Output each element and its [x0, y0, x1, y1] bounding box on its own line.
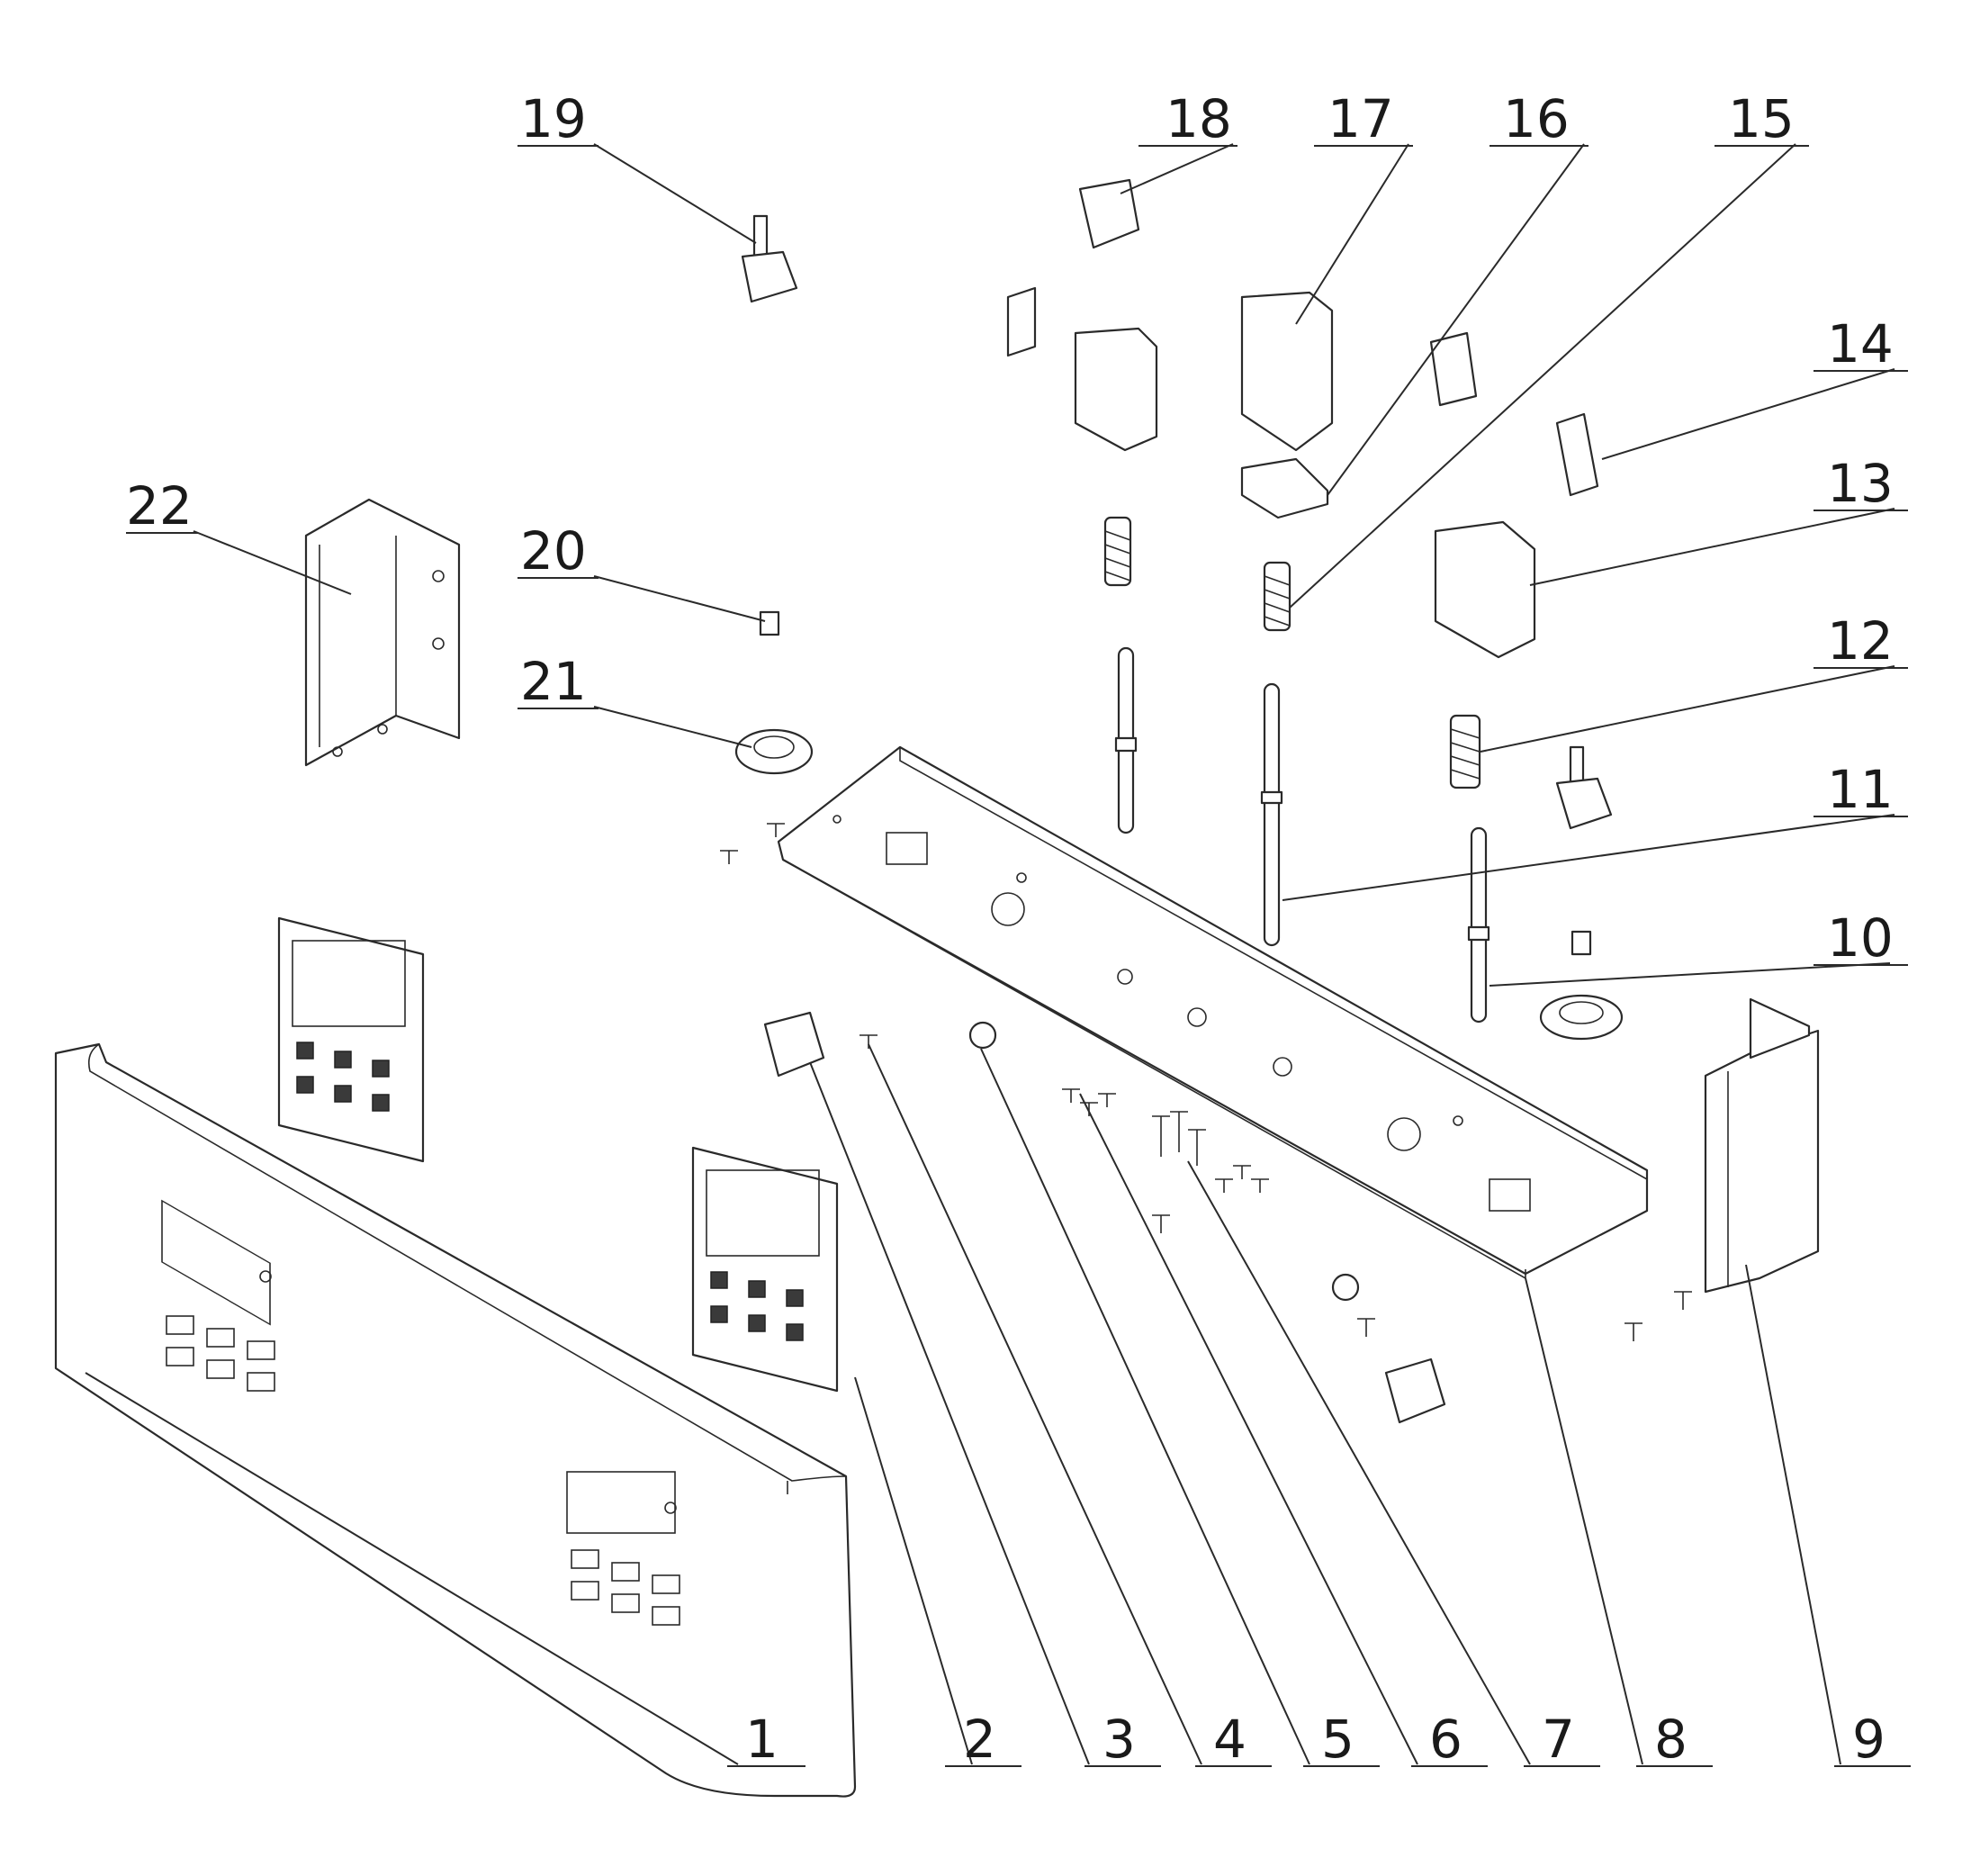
- callout-19: 19: [520, 88, 587, 149]
- spring-parts: [1103, 516, 1481, 789]
- callout-16: 16: [1503, 88, 1570, 149]
- callout-22: 22: [126, 475, 193, 537]
- callout-17: 17: [1328, 88, 1394, 149]
- callout-4: 4: [1213, 1709, 1246, 1770]
- screw-parts: [720, 823, 1692, 1424]
- main-rail-part: [777, 745, 1649, 1280]
- callout-15: 15: [1728, 88, 1795, 149]
- callout-2: 2: [963, 1709, 996, 1770]
- callout-8: 8: [1654, 1709, 1688, 1770]
- callout-5: 5: [1321, 1709, 1354, 1770]
- l-bracket-part: [304, 498, 461, 767]
- side-bracket-part: [1704, 997, 1820, 1294]
- callout-10: 10: [1827, 907, 1894, 969]
- callout-6: 6: [1429, 1709, 1462, 1770]
- callout-3: 3: [1102, 1709, 1136, 1770]
- switch-parts: [1006, 286, 1599, 497]
- callout-12: 12: [1827, 610, 1894, 672]
- housing-parts: [1074, 291, 1536, 659]
- grommet-parts: [734, 610, 1624, 1041]
- callout-20: 20: [520, 520, 587, 582]
- callout-21: 21: [520, 651, 587, 712]
- callout-1: 1: [745, 1709, 778, 1770]
- callout-11: 11: [1827, 759, 1894, 820]
- callout-7: 7: [1542, 1709, 1575, 1770]
- front-panel-part: [54, 1042, 857, 1798]
- callout-14: 14: [1827, 313, 1894, 374]
- shaft-parts: [1114, 646, 1490, 1024]
- callout-labels: 1 2 3 4 5 6 7 8 9 10 11 12 13 14 15 16 1…: [126, 88, 1911, 1770]
- thermostat-parts: [741, 178, 1613, 830]
- leader-lines: [85, 143, 1895, 1765]
- callout-18: 18: [1166, 88, 1232, 149]
- callout-9: 9: [1852, 1709, 1886, 1770]
- callout-13: 13: [1827, 453, 1894, 514]
- control-board-part: [277, 916, 839, 1393]
